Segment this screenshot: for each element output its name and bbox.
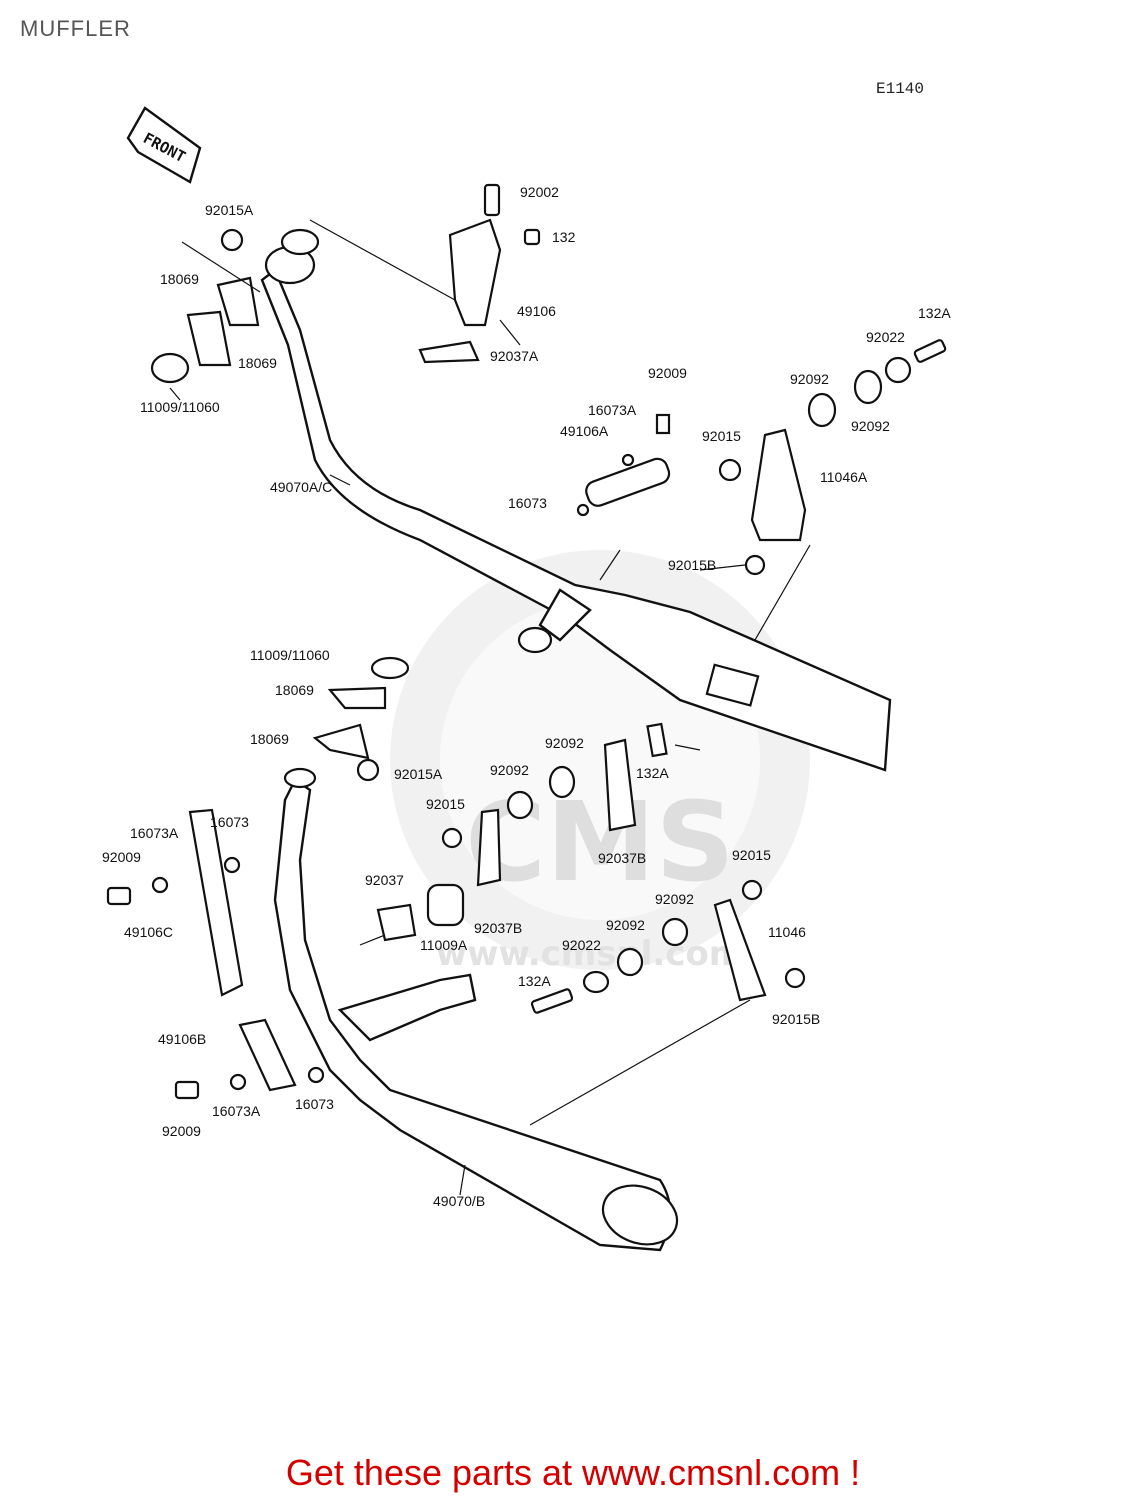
part-label: 11009/11060 (250, 647, 330, 663)
part-label: 49106A (560, 423, 609, 439)
part-label: 11009A (420, 937, 468, 953)
page-title: MUFFLER (20, 16, 131, 41)
part-label: 92037B (474, 920, 522, 936)
part-label: 92092 (606, 917, 645, 933)
part-label: 11046 (768, 924, 806, 940)
part-label: 92002 (520, 184, 559, 200)
part-label: 92015A (205, 202, 254, 218)
part-label: 16073A (212, 1103, 261, 1119)
part-label: 18069 (275, 682, 314, 698)
part-label: 92022 (866, 329, 905, 345)
part-label: 18069 (160, 271, 199, 287)
part-label: 49106B (158, 1031, 206, 1047)
part-label: 132 (552, 229, 576, 245)
exploded-parts-diagram: CMS www.cmsnl.com FRONT (102, 106, 951, 1252)
part-label: 92015B (668, 557, 716, 573)
part-label: 92009 (102, 849, 141, 865)
part-label: 92015 (732, 847, 771, 863)
part-label: 49070A/C (270, 479, 332, 495)
part-label: 18069 (238, 355, 277, 371)
part-label: 92015A (394, 766, 443, 782)
watermark-url: www.cmsnl.com (436, 934, 745, 974)
part-label: 16073 (295, 1096, 334, 1112)
part-label: 92037 (365, 872, 404, 888)
brackets-and-fasteners (106, 183, 947, 1100)
part-label: 11046A (820, 469, 868, 485)
part-label: 49106C (124, 924, 173, 940)
part-label: 92092 (545, 735, 584, 751)
part-label: 92015B (772, 1011, 820, 1027)
front-arrow: FRONT (126, 106, 202, 184)
part-label: 92092 (655, 891, 694, 907)
part-label: 132A (518, 973, 551, 989)
watermark-brand: CMS (465, 778, 734, 906)
lower-muffler-assembly (273, 767, 679, 1252)
part-label: 16073A (588, 402, 637, 418)
part-label: 92009 (648, 365, 687, 381)
part-label: 92092 (790, 371, 829, 387)
part-label: 16073 (508, 495, 547, 511)
part-label: 92009 (162, 1123, 201, 1139)
part-label: 132A (918, 305, 951, 321)
upper-muffler-assembly (260, 228, 892, 772)
part-label: 49106 (517, 303, 556, 319)
part-label: 92037A (490, 348, 539, 364)
part-label: 92037B (598, 850, 646, 866)
part-label: 11009/11060 (140, 399, 220, 415)
part-label: 92015 (426, 796, 465, 812)
part-label: 92092 (490, 762, 529, 778)
diagram-code: E1140 (876, 80, 925, 98)
part-label: 92022 (562, 937, 601, 953)
footer-link[interactable]: Get these parts at www.cmsnl.com ! (285, 1452, 861, 1493)
leader-lines (169, 219, 811, 1196)
part-label: 16073A (130, 825, 179, 841)
part-label: 92015 (702, 428, 741, 444)
part-label: 92092 (851, 418, 890, 434)
part-label: 49070/B (433, 1193, 485, 1209)
part-label: 18069 (250, 731, 289, 747)
part-label: 132A (636, 765, 669, 781)
part-number-labels: 92015A 18069 18069 11009/11060 92002 132… (102, 184, 951, 1209)
part-label: 16073 (210, 814, 249, 830)
